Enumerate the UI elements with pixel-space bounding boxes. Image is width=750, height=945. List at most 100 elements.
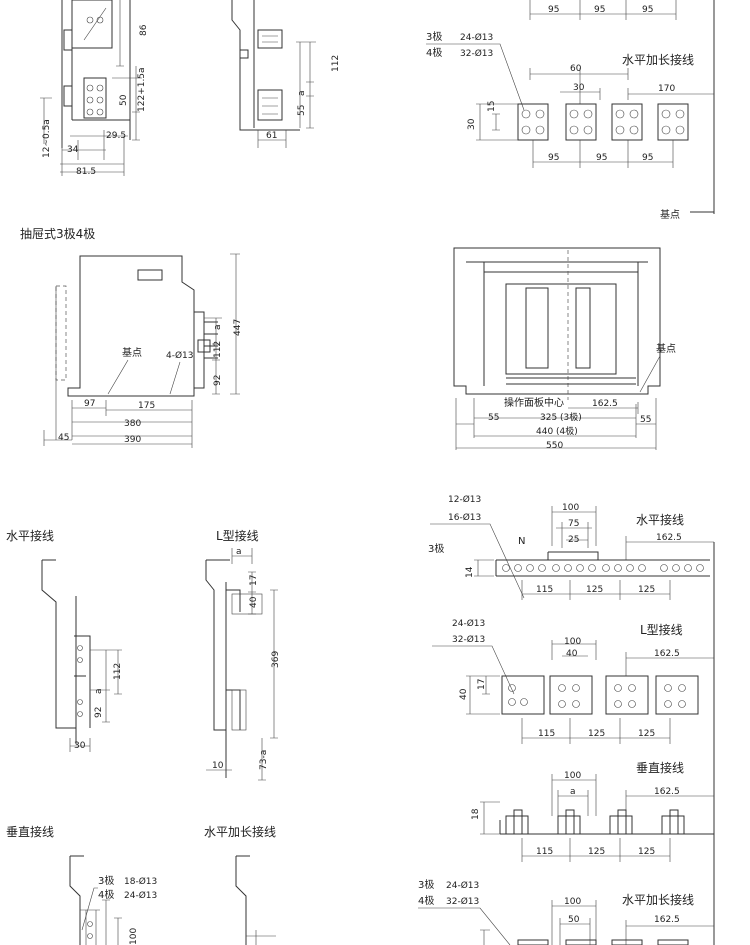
dim-390: 390 [124, 435, 141, 445]
horizontal-ext-label-left: 水平加长接线 [204, 824, 276, 839]
dim-14: 14 [465, 566, 475, 578]
holes-4-drawer: 4-Ø13 [166, 350, 194, 361]
dim-a-side: a [297, 90, 307, 96]
dim-100-vert-left: 100 [129, 928, 139, 945]
dim-162-5-front: 162.5 [592, 399, 618, 409]
horizontal-ext-busbar-bottom: 3极 24-Ø13 4极 32-Ø13 水平加长接线 100 50 162.5 [418, 878, 714, 945]
dim-112-hor: 112 [113, 663, 123, 680]
dim-125-vert-2: 125 [638, 847, 655, 857]
dim-17-ltype-vert: 17 [477, 679, 487, 690]
dim-162-5-hor: 162.5 [656, 533, 682, 543]
dim-81-5: 81.5 [76, 167, 96, 177]
l-type-connection-side: L型接线 a 17 40 369 73-a 10 [205, 528, 281, 781]
dim-95-top-3: 95 [642, 5, 653, 15]
dim-122: 122+1.5a [137, 67, 147, 112]
top-left-side-view-a: 86 122+1.5a 50 29.5 34 81.5 12~0.5a [40, 0, 149, 177]
pole4-label-bottom: 4极 [418, 894, 434, 907]
l-type-busbar-top-view: 24-Ø13 32-Ø13 L型接线 100 40 162.5 40 17 11… [432, 618, 714, 744]
dim-34: 34 [67, 145, 79, 155]
dim-25: 25 [568, 535, 579, 545]
holes-24-top: 24-Ø13 [460, 32, 493, 43]
holes-16: 16-Ø13 [448, 512, 481, 523]
dim-97: 97 [84, 399, 95, 409]
dim-17-ltype: 17 [249, 575, 259, 586]
holes-12: 12-Ø13 [448, 494, 481, 505]
n-pole-label: N [518, 536, 525, 547]
dim-95-bot-2: 95 [596, 153, 607, 163]
dim-125-hor-2: 125 [638, 585, 655, 595]
dim-95-top-1: 95 [548, 5, 559, 15]
dim-380: 380 [124, 419, 141, 429]
dim-12-0-5a: 12~0.5a [42, 119, 52, 158]
dim-95-bot-1: 95 [548, 153, 559, 163]
top-right-busbar-view: 95 95 95 3极 24-Ø13 4极 32-Ø13 水平加长接线 60 3… [426, 0, 715, 221]
holes-32-bottom: 32-Ø13 [446, 896, 479, 907]
datum-label-drawer: 基点 [122, 346, 142, 359]
holes-24-ltype: 24-Ø13 [452, 618, 485, 629]
dim-30-top: 30 [573, 83, 585, 93]
dim-125-ltype-1: 125 [588, 729, 605, 739]
dim-95-bot-3: 95 [642, 153, 653, 163]
horizontal-busbar-top-view: 12-Ø13 16-Ø13 3极 N 水平接线 100 75 25 162.5 … [428, 494, 715, 945]
dim-86: 86 [139, 24, 149, 36]
l-type-label-right: L型接线 [640, 622, 683, 637]
dim-40-ltype: 40 [249, 596, 259, 608]
horizontal-connection-side: 水平接线 112 a 92 30 [6, 528, 123, 752]
dim-73-a: 73-a [259, 750, 269, 770]
dim-440: 440 (4极) [536, 425, 578, 437]
dim-a-vert: a [570, 787, 576, 797]
dim-325: 325 (3极) [540, 411, 582, 423]
dim-369: 369 [271, 651, 281, 668]
l-type-label-left: L型接线 [216, 528, 259, 543]
dim-30-hor: 30 [74, 741, 86, 751]
dim-45: 45 [58, 433, 69, 443]
dim-550: 550 [546, 441, 563, 451]
dim-125-ltype-2: 125 [638, 729, 655, 739]
holes-18-vert: 18-Ø13 [124, 876, 157, 887]
pole3-label-vert: 3极 [98, 874, 114, 887]
dim-55-right: 55 [640, 415, 651, 425]
dim-115-vert: 115 [536, 847, 553, 857]
holes-32-ltype: 32-Ø13 [452, 634, 485, 645]
dim-50: 50 [119, 94, 129, 106]
panel-center-label: 操作面板中心 [504, 396, 564, 409]
dim-a-hor: a [94, 688, 104, 694]
dim-92-hor: 92 [94, 707, 104, 718]
horizontal-ext-label-bottom: 水平加长接线 [622, 892, 694, 907]
pole3-label-top: 3极 [426, 30, 442, 43]
drawer-3p4p-title: 抽屉式3极4极 [20, 227, 95, 241]
pole3-label-bottom: 3极 [418, 878, 434, 891]
dim-92-drawer: 92 [213, 375, 223, 386]
horizontal-label-left: 水平接线 [6, 528, 54, 543]
dim-100-ltype: 100 [564, 637, 581, 647]
dim-40-ltype-vert: 40 [459, 688, 469, 700]
dim-a-drawer: a [213, 324, 223, 330]
holes-24-bottom: 24-Ø13 [446, 880, 479, 891]
dim-447: 447 [233, 319, 243, 336]
dim-40-ltype-top: 40 [566, 649, 578, 659]
dim-30-vert: 30 [467, 118, 477, 130]
drawer-side-view: 抽屉式3极4极 a 112 92 447 基点 4-Ø13 97 175 380… [20, 227, 243, 448]
dim-162-5-ltype: 162.5 [654, 649, 680, 659]
drawer-front-view: 基点 操作面板中心 162.5 55 325 (3极) 55 440 (4极) … [453, 247, 676, 451]
dim-162-5-bottom: 162.5 [654, 915, 680, 925]
dim-175-drawer: 175 [138, 401, 155, 411]
horizontal-label-right: 水平接线 [636, 512, 684, 527]
dim-125-vert-1: 125 [588, 847, 605, 857]
dim-112-drawer: 112 [213, 341, 223, 358]
dim-29-5: 29.5 [106, 131, 126, 141]
dim-170: 170 [658, 84, 675, 94]
dim-55-left: 55 [488, 413, 499, 423]
holes-32-top: 32-Ø13 [460, 48, 493, 59]
vertical-label-left: 垂直接线 [6, 824, 54, 839]
dim-100-bottom: 100 [564, 897, 581, 907]
dim-112-side: 112 [331, 55, 341, 72]
dim-125-hor-1: 125 [586, 585, 603, 595]
dim-10: 10 [212, 761, 224, 771]
holes-24-vert: 24-Ø13 [124, 890, 157, 901]
dim-55-side: 55 [297, 105, 307, 116]
dim-115-ltype: 115 [538, 729, 555, 739]
dim-95-top-2: 95 [594, 5, 605, 15]
dim-a-ltype: a [236, 547, 242, 557]
